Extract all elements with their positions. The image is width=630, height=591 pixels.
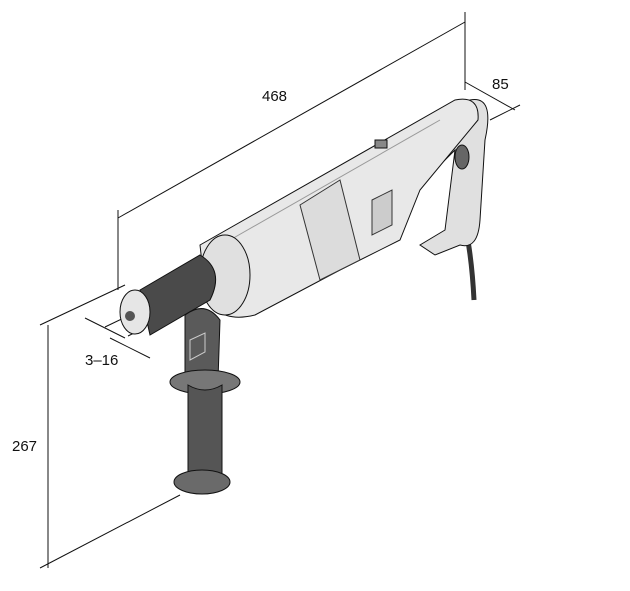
chuck-range-label: 3–16	[85, 352, 119, 369]
length-label: 468	[262, 88, 288, 105]
handle-button	[454, 144, 470, 170]
height-extension-top	[39, 284, 126, 326]
chuck-dim-1	[84, 317, 126, 339]
length-dimension-line	[117, 21, 466, 219]
chuck	[139, 254, 217, 336]
height-extension-bottom	[39, 494, 181, 569]
gear-housing	[299, 179, 361, 281]
side-handle-end	[173, 469, 231, 495]
chuck-nose	[119, 289, 151, 335]
dimension-lines	[39, 12, 521, 569]
switch	[374, 139, 388, 149]
chuck-jaws	[125, 311, 135, 321]
height-label: 267	[12, 438, 38, 455]
width-dimension-line	[464, 81, 516, 111]
width-label: 85	[492, 76, 509, 93]
vent-panel	[371, 189, 393, 236]
